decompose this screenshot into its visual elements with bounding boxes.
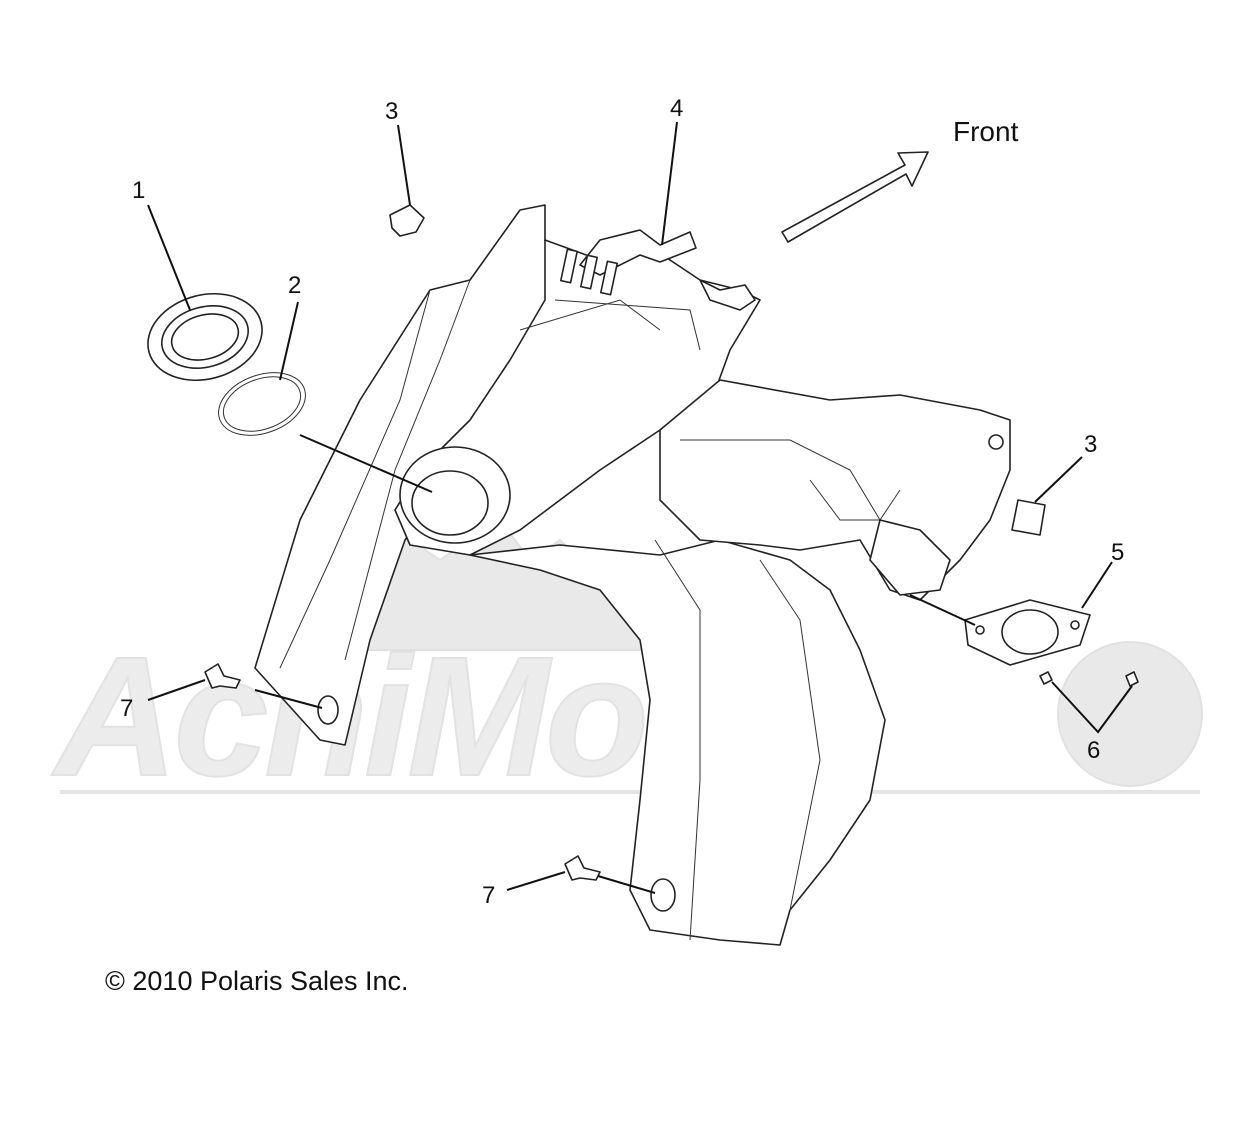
fairing-assembly: [254, 204, 1011, 946]
part-5-gasket-plate: [964, 599, 1091, 666]
left-mount-boss: [317, 695, 339, 725]
callout-5: 5: [1111, 539, 1124, 566]
front-label: Front: [953, 116, 1019, 147]
part-7-rivet-left: [204, 663, 241, 689]
right-bracket: [869, 519, 951, 596]
callout-7-left: 7: [120, 695, 133, 722]
watermark-wheel: [1057, 641, 1203, 787]
callouts: 1 2 3 4 3 5 6 7 7: [120, 95, 1124, 909]
callout-3-right: 3: [1084, 431, 1097, 458]
callout-4: 4: [670, 95, 683, 122]
part-6-screws: [1039, 671, 1139, 687]
copyright-notice: © 2010 Polaris Sales Inc.: [105, 966, 409, 996]
callout-1: 1: [132, 177, 145, 204]
callout-3-top: 3: [385, 98, 398, 125]
lower-mount-boss: [650, 878, 676, 912]
mount-hole: [988, 434, 1004, 450]
vent-1: [559, 248, 579, 284]
front-direction-arrow: Front: [781, 116, 1019, 243]
leader-lines: [147, 121, 1133, 894]
right-top-tab: [699, 279, 756, 311]
callout-6: 6: [1087, 737, 1100, 764]
callout-2: 2: [288, 272, 301, 299]
part-2-o-ring: [218, 372, 306, 436]
part-7-rivet-lower: [564, 855, 601, 881]
part-1-bezel-nut: [147, 292, 263, 382]
arrow-icon: [781, 151, 929, 243]
vent-3: [599, 260, 619, 296]
part-3-clip-right: [1011, 499, 1046, 536]
vent-2: [579, 254, 599, 290]
gauge-opening-inner: [411, 470, 489, 536]
callout-7-lower: 7: [482, 882, 495, 909]
part-3-clip-top: [389, 204, 425, 237]
